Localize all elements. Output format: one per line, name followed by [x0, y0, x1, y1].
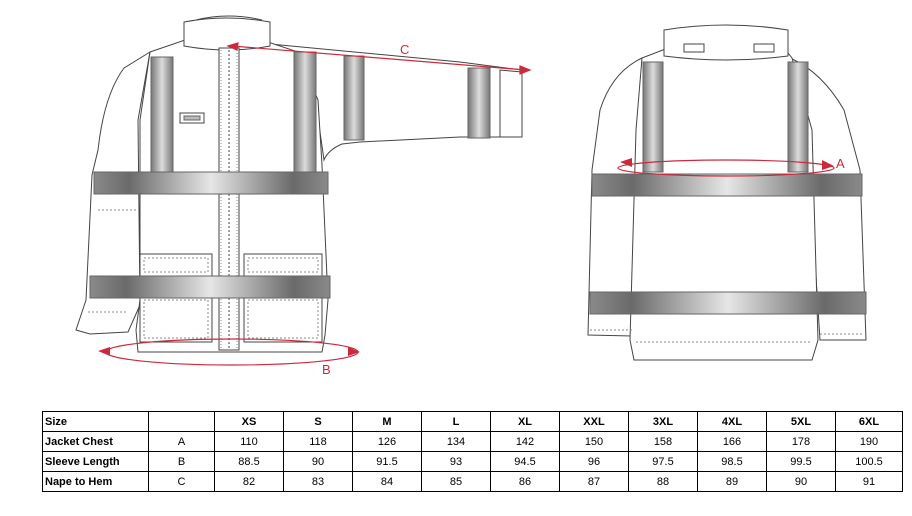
table-row: Nape to Hem C 82 83 84 85 86 87 88 89 90… — [42, 471, 903, 492]
table-header-label: Size — [42, 411, 149, 432]
table-header-blank — [148, 411, 215, 432]
size-header: XXL — [559, 411, 629, 432]
measure-line-b — [98, 338, 360, 366]
table-cell: 84 — [352, 471, 422, 492]
table-cell: 96 — [559, 451, 629, 472]
table-cell: 91.5 — [352, 451, 422, 472]
front-pocket-right-flap — [243, 253, 323, 277]
size-header: 6XL — [835, 411, 903, 432]
table-cell: 90 — [766, 471, 836, 492]
table-cell: 97.5 — [628, 451, 698, 472]
front-sleeve-tape-upper — [343, 55, 365, 141]
table-header-row: Size XS S M L XL XXL 3XL 4XL 5XL 6XL — [42, 411, 903, 432]
jacket-size-diagram: C B A — [75, 15, 867, 377]
table-cell: 82 — [214, 471, 284, 492]
row-label: Nape to Hem — [42, 471, 149, 492]
size-header: 3XL — [628, 411, 698, 432]
table-cell: 98.5 — [697, 451, 767, 472]
table-cell: 158 — [628, 431, 698, 452]
size-table: Size XS S M L XL XXL 3XL 4XL 5XL 6XL Jac… — [42, 411, 903, 492]
table-cell: 94.5 — [490, 451, 560, 472]
table-cell: 150 — [559, 431, 629, 452]
table-cell: 166 — [697, 431, 767, 452]
back-left-sleeve — [587, 57, 643, 337]
table-cell: 83 — [283, 471, 353, 492]
table-row: Sleeve Length B 88.5 90 91.5 93 94.5 96 … — [42, 451, 903, 472]
back-hem-tape — [589, 291, 867, 315]
size-header: S — [283, 411, 353, 432]
front-collar — [183, 17, 271, 51]
table-cell: 86 — [490, 471, 560, 492]
front-chest-tape — [93, 171, 329, 195]
size-header: L — [421, 411, 491, 432]
table-cell: 85 — [421, 471, 491, 492]
table-cell: 142 — [490, 431, 560, 452]
table-cell: 99.5 — [766, 451, 836, 472]
back-chest-tape — [591, 173, 863, 197]
front-pocket-left — [139, 295, 213, 343]
size-header: M — [352, 411, 422, 432]
table-cell: 93 — [421, 451, 491, 472]
front-hem-tape — [89, 275, 331, 299]
table-row: Jacket Chest A 110 118 126 134 142 150 1… — [42, 431, 903, 452]
back-tape-left-brace — [642, 61, 664, 173]
back-jacket-drawing — [587, 24, 867, 361]
size-header: XS — [214, 411, 284, 432]
front-sleeve-tape-lower — [467, 67, 491, 139]
back-hood-roll — [663, 24, 789, 61]
measure-line-a — [617, 158, 835, 177]
front-tape-left-brace — [150, 56, 174, 174]
front-pocket-right — [243, 295, 323, 343]
table-cell: 178 — [766, 431, 836, 452]
table-cell: 90 — [283, 451, 353, 472]
table-cell: 134 — [421, 431, 491, 452]
back-tape-right-brace — [787, 61, 809, 173]
size-header: 4XL — [697, 411, 767, 432]
table-cell: 88 — [628, 471, 698, 492]
measure-line-c — [226, 42, 532, 75]
row-letter: C — [148, 471, 215, 492]
front-cuff — [499, 69, 523, 138]
table-cell: 126 — [352, 431, 422, 452]
table-cell: 190 — [835, 431, 903, 452]
table-cell: 89 — [697, 471, 767, 492]
front-collar-inner — [195, 15, 263, 21]
marker-b: B — [322, 362, 331, 377]
row-letter: B — [148, 451, 215, 472]
table-cell: 110 — [214, 431, 284, 452]
table-cell: 91 — [835, 471, 903, 492]
table-cell: 100.5 — [835, 451, 903, 472]
row-letter: A — [148, 431, 215, 452]
front-pocket-left-flap — [139, 253, 213, 277]
size-header: 5XL — [766, 411, 836, 432]
marker-a: A — [836, 156, 845, 171]
front-jacket-drawing — [75, 15, 523, 353]
table-cell: 88.5 — [214, 451, 284, 472]
marker-c: C — [400, 42, 409, 57]
back-hood-tab-left — [683, 43, 705, 53]
front-tape-right-brace — [293, 51, 317, 173]
back-hood-tab-right — [753, 43, 775, 53]
row-label: Sleeve Length — [42, 451, 149, 472]
table-cell: 118 — [283, 431, 353, 452]
size-header: XL — [490, 411, 560, 432]
row-label: Jacket Chest — [42, 431, 149, 452]
table-cell: 87 — [559, 471, 629, 492]
